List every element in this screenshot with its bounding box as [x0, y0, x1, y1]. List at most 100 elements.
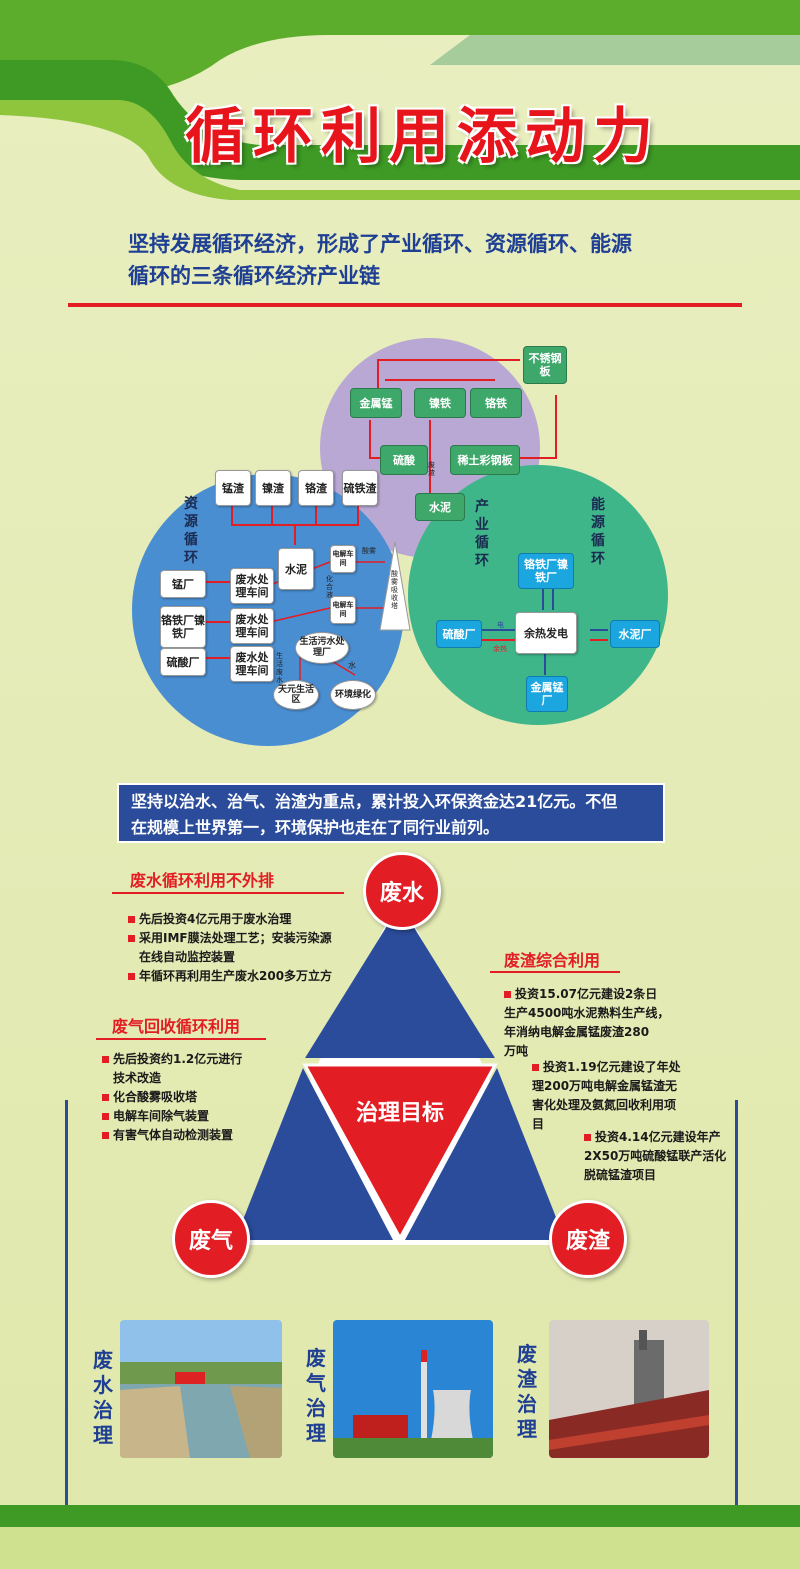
list-item: 电解车间除气装置: [102, 1107, 292, 1126]
label-char: 治: [306, 1396, 326, 1420]
box-plant-1: 铬铁厂镍铁厂: [160, 606, 206, 648]
label-char: 循: [591, 533, 605, 549]
waste-gas-circle: 废气: [172, 1200, 250, 1278]
intro-line-1: 坚持发展循环经济，形成了产业循环、资源循环、能源: [128, 232, 632, 256]
photo-label-gas: 废 气 治 理: [305, 1346, 327, 1446]
box-chrome-iron: 铬铁: [470, 388, 522, 418]
label-char: 理: [306, 1421, 326, 1445]
wastewater-circle: 废水: [363, 852, 441, 930]
list-item-line: 年消纳电解金属锰废渣280: [504, 1025, 650, 1039]
box-ww-2: 废水处理车间: [230, 646, 274, 682]
box-ww-0: 废水处理车间: [230, 568, 274, 604]
box-plant-2: 硫酸厂: [160, 648, 206, 676]
label-char: 循: [475, 535, 489, 551]
box-slag-2: 铬渣: [298, 470, 334, 506]
label-char: 理: [517, 1417, 537, 1441]
label-char: 环: [184, 550, 198, 566]
slag-photo-art: [549, 1320, 709, 1458]
label-char: 废: [93, 1348, 113, 1372]
box-rare-earth: 稀土彩钢板: [450, 445, 520, 475]
waste-gas-underline: [96, 1038, 266, 1040]
box-sulfuric-plant: 硫酸厂: [436, 620, 482, 648]
box-slag-3: 硫铁渣: [342, 470, 378, 506]
box-electrolysis-bottom: 电解车间: [330, 596, 356, 624]
list-item-line: 生产4500吨水泥熟料生产线，: [504, 1006, 670, 1020]
elec-label: 电: [497, 621, 504, 629]
intro-line-2: 循环的三条循环经济产业链: [128, 264, 380, 288]
label-char: 资: [184, 496, 198, 512]
waste-slag-circle: 废渣: [549, 1200, 627, 1278]
photo-slag: [549, 1320, 709, 1458]
slag-item-3: 投资4.14亿元建设年产 2X50万吨硫酸锰联产活化 脱硫锰渣项目: [584, 1128, 754, 1185]
list-item-line: 理200万吨电解金属锰渣无: [532, 1079, 678, 1093]
env-summary-bar: 坚持以治水、治气、治渣为重点，累计投入环保资金达21亿元。不但 在规模上世界第一…: [117, 783, 665, 843]
list-item: 有害气体自动检测装置: [102, 1126, 292, 1145]
footer-band-light: [0, 1527, 800, 1569]
resource-cycle-label: 资 源 循 环: [183, 495, 199, 567]
page-title: 循环利用添动力: [185, 102, 661, 172]
label-char: 水: [93, 1373, 113, 1397]
photo-label-slag: 废 渣 治 理: [516, 1342, 538, 1442]
box-manganese-plant: 金属锰厂: [526, 676, 568, 712]
label-char: 废: [517, 1342, 537, 1366]
list-item: 投资4.14亿元建设年产: [584, 1128, 754, 1147]
wastewater-list: 先后投资4亿元用于废水治理 采用IMF膜法处理工艺；安装污染源 在线自动监控装置…: [128, 910, 358, 986]
list-item-line: 脱硫锰渣项目: [584, 1168, 657, 1182]
label-char: 气: [306, 1371, 326, 1395]
slag-tag: 废渣: [428, 461, 435, 477]
box-waste-heat: 余热发电: [515, 612, 577, 654]
slag-item-1: 投资15.07亿元建设2条日 生产4500吨水泥熟料生产线， 年消纳电解金属锰废…: [504, 985, 714, 1061]
acid-mist-label: 酸雾: [362, 547, 376, 555]
list-item-line: 害化处理及氨氮回收利用项: [532, 1098, 677, 1112]
governance-triangle: [230, 895, 570, 1245]
box-cement-blue: 水泥: [278, 548, 314, 590]
list-item: 投资1.19亿元建设了年处: [532, 1058, 722, 1077]
box-community: 天元生活区: [273, 680, 319, 710]
list-item: 年循环再利用生产废水200多万立方: [128, 967, 358, 986]
wastewater-photo-art: [120, 1320, 282, 1458]
label-char: 渣: [517, 1367, 537, 1391]
env-summary-line2: 在规模上世界第一，环境保护也走在了同行业前列。: [131, 818, 500, 837]
box-slag-0: 锰渣: [215, 470, 251, 506]
list-item-line: 2X50万吨硫酸锰联产活化: [584, 1149, 727, 1163]
label-char: 产: [475, 499, 489, 515]
energy-cycle-label: 能 源 循 环: [590, 496, 606, 568]
box-nickel-iron: 镍铁: [414, 388, 466, 418]
life-water-label: 生活废水: [276, 652, 283, 684]
list-item: 投资15.07亿元建设2条日: [504, 985, 714, 1004]
box-ww-1: 废水处理车间: [230, 608, 274, 644]
list-item: 在线自动监控装置: [139, 950, 236, 964]
water-label: 水: [348, 661, 356, 670]
slag-item-2: 投资1.19亿元建设了年处 理200万吨电解金属锰渣无 害化处理及氨氮回收利用项…: [532, 1058, 722, 1134]
label-char: 治: [93, 1398, 113, 1422]
label-char: 源: [184, 514, 198, 530]
box-slag-1: 镍渣: [255, 470, 291, 506]
env-summary-line1: 坚持以治水、治气、治渣为重点，累计投入环保资金达21亿元。不但: [131, 792, 618, 811]
box-manganese-metal: 金属锰: [350, 388, 402, 418]
chemical-label: 化合液: [326, 575, 333, 599]
wastewater-section-title: 废水循环利用不外排: [130, 871, 275, 890]
triangle-center-label: 治理目标: [355, 1101, 444, 1126]
slag-underline: [490, 971, 620, 973]
box-stainless: 不锈钢板: [523, 346, 567, 384]
label-char: 业: [475, 517, 489, 533]
wastewater-underline: [112, 892, 344, 894]
footer-band: [0, 1505, 800, 1527]
industry-cycle-label: 产 业 循 环: [474, 498, 490, 570]
label-char: 环: [475, 553, 489, 569]
header-bands: [0, 0, 800, 200]
intro-text: 坚持发展循环经济，形成了产业循环、资源循环、能源 循环的三条循环经济产业链: [128, 228, 728, 292]
box-sewage: 生活污水处理厂: [295, 632, 349, 664]
box-greening: 环境绿化: [330, 680, 376, 710]
list-item: 化合酸雾吸收塔: [102, 1088, 292, 1107]
box-chrome-nickel-plant: 铬铁厂镍铁厂: [518, 553, 574, 589]
label-char: 环: [591, 551, 605, 567]
box-plant-0: 锰厂: [160, 570, 206, 598]
photo-waste-gas: [333, 1320, 493, 1458]
list-item-line: 目: [532, 1117, 545, 1131]
list-item: 先后投资4亿元用于废水治理: [128, 910, 358, 929]
waste-gas-list: 先后投资约1.2亿元进行 技术改造 化合酸雾吸收塔 电解车间除气装置 有害气体自…: [102, 1050, 292, 1145]
heat-label: 余热: [493, 645, 507, 653]
list-item: 采用IMF膜法处理工艺；安装污染源: [128, 929, 358, 948]
list-item-line: 万吨: [504, 1044, 529, 1058]
